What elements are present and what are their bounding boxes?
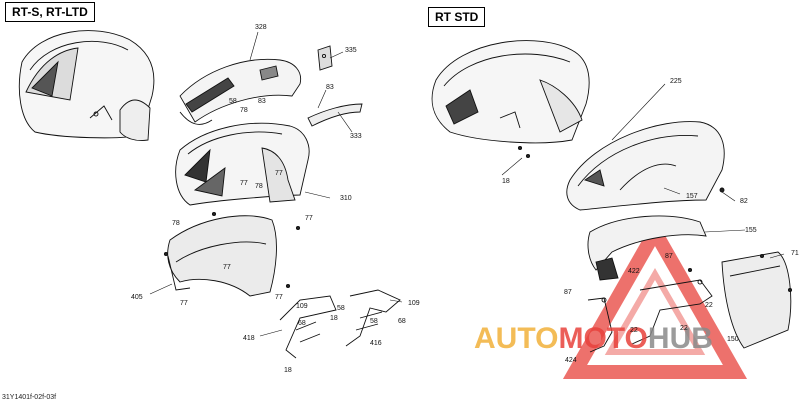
callout-424: 424 — [565, 357, 577, 364]
callout-78-b: 78 — [255, 183, 263, 190]
callout-71: 71 — [791, 250, 799, 257]
callout-225: 225 — [670, 78, 682, 85]
watermark-triangle — [562, 217, 748, 379]
callout-77-b: 77 — [275, 170, 283, 177]
leader-lines — [149, 31, 785, 337]
callout-22-b: 22 — [680, 325, 688, 332]
part-310-fender — [175, 122, 310, 206]
watermark-moto: MOTO — [558, 322, 648, 355]
callout-83-b: 83 — [258, 98, 266, 105]
callout-78-c: 78 — [172, 220, 180, 227]
callout-78-a: 78 — [240, 107, 248, 114]
callout-328: 328 — [255, 24, 267, 31]
callout-58-c: 58 — [370, 318, 378, 325]
callout-58-b: 58 — [337, 305, 345, 312]
part-422-424-bracket — [587, 279, 713, 353]
callout-150: 150 — [727, 336, 739, 343]
part-333-trim — [307, 103, 363, 127]
callout-155: 155 — [745, 227, 757, 234]
callout-157: 157 — [686, 193, 698, 200]
part-335-bracket — [317, 45, 333, 71]
callout-77-a: 77 — [240, 180, 248, 187]
callout-68-a: 68 — [298, 320, 306, 327]
part-416-418-brackets — [279, 289, 401, 359]
callout-109-a: 109 — [296, 303, 308, 310]
part-328-cover — [179, 58, 302, 125]
callout-22-c: 22 — [630, 327, 638, 334]
callout-77-e: 77 — [180, 300, 188, 307]
callout-18-c: 18 — [502, 178, 510, 185]
callout-18-a: 18 — [330, 315, 338, 322]
diagram-code: 31Y1401f-02f-03f — [2, 394, 57, 401]
callout-416: 416 — [370, 340, 382, 347]
callout-109-b: 109 — [408, 300, 420, 307]
part-150-panel — [721, 251, 792, 349]
callout-418: 418 — [243, 335, 255, 342]
part-405-liner — [167, 215, 277, 297]
model-title-rt-s-rt-ltd: RT-S, RT-LTD — [5, 2, 95, 22]
callout-22-a: 22 — [705, 302, 713, 309]
callout-335: 335 — [345, 47, 357, 54]
callout-87-b: 87 — [564, 289, 572, 296]
callout-333: 333 — [350, 133, 362, 140]
saddlebag-right-top — [431, 40, 590, 144]
part-155-fender — [587, 215, 707, 281]
saddlebag-left-top — [18, 30, 155, 141]
callout-83-a: 83 — [326, 84, 334, 91]
callout-58-a: 58 — [229, 98, 237, 105]
watermark-text: AUTOMOTOHUB — [474, 322, 713, 356]
callout-82: 82 — [740, 198, 748, 205]
callout-68-b: 68 — [398, 318, 406, 325]
model-title-rt-std: RT STD — [428, 7, 486, 27]
callout-422: 422 — [628, 268, 640, 275]
callout-18-b: 18 — [284, 367, 292, 374]
callout-310: 310 — [340, 195, 352, 202]
watermark-hub: HUB — [647, 322, 713, 355]
watermark-auto: AUTO — [474, 322, 559, 355]
callout-87-a: 87 — [665, 253, 673, 260]
callout-77-d: 77 — [223, 264, 231, 271]
callout-77-c: 77 — [305, 215, 313, 222]
callout-77-f: 77 — [275, 294, 283, 301]
part-lid-right — [566, 121, 725, 211]
callout-405: 405 — [131, 294, 143, 301]
